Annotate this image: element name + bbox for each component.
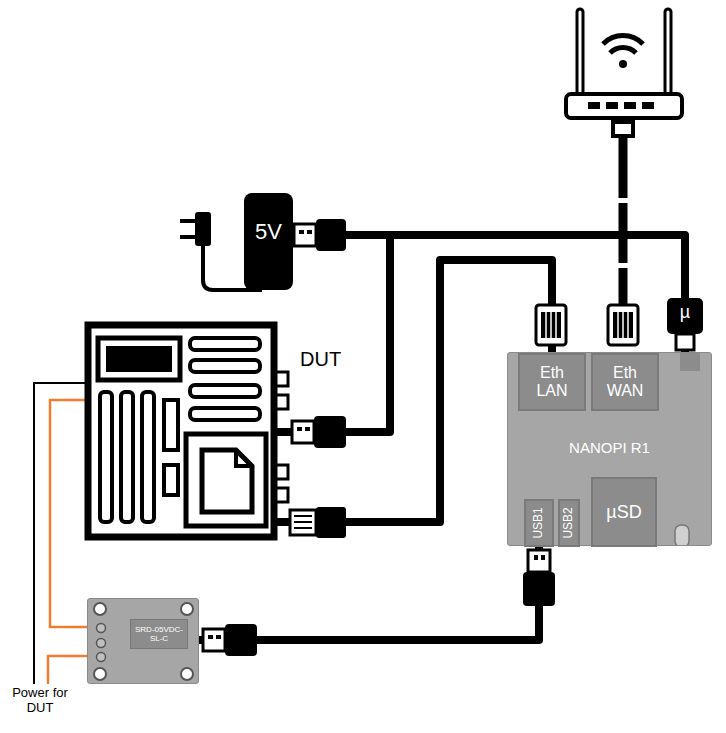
- pcb-board: [88, 325, 288, 537]
- cable-connector: [277, 235, 390, 432]
- usb-a-plug: [203, 624, 257, 656]
- node-label: 5V: [255, 219, 282, 244]
- node-label: DUT: [300, 348, 341, 371]
- connector-mark: µ: [676, 302, 694, 323]
- power-adapter: 5V: [244, 193, 293, 290]
- usb-a-plug: [294, 219, 346, 251]
- node-label: NANOPI R1: [508, 439, 711, 456]
- node-label: µSD: [606, 502, 641, 523]
- nanopi-board: NANOPI R1 Eth LAN Eth WAN USB1 USB2 µSD: [507, 352, 712, 546]
- usb-a-plug: [523, 550, 555, 606]
- wan-cable: [619, 138, 628, 305]
- usb-port: USB1: [524, 499, 554, 547]
- power-label: Power for DUT: [8, 686, 72, 716]
- node-label: USB1: [532, 507, 546, 538]
- node-label: Eth LAN: [532, 364, 572, 401]
- rj45-plug: [290, 507, 346, 538]
- dut-board: DUT: [85, 322, 277, 540]
- usb-port: USB2: [558, 499, 580, 547]
- micro-usb-plug: [667, 298, 703, 350]
- power-wire: [34, 383, 90, 684]
- sd-slot: µSD: [591, 477, 657, 547]
- ethernet-port: Eth LAN: [518, 353, 586, 411]
- cable-connector: [50, 400, 87, 627]
- rj45-plug: [608, 305, 638, 345]
- relay-module: SRD-05VDC-SL-C: [87, 598, 199, 684]
- node-label: Eth WAN: [605, 364, 645, 401]
- router-icon: [566, 12, 682, 138]
- ethernet-port: Eth WAN: [591, 353, 659, 411]
- node-label: USB2: [562, 507, 576, 538]
- node-label: SRD-05VDC-SL-C: [130, 619, 188, 649]
- usb-a-plug: [292, 416, 346, 448]
- rj45-plug: [536, 305, 566, 345]
